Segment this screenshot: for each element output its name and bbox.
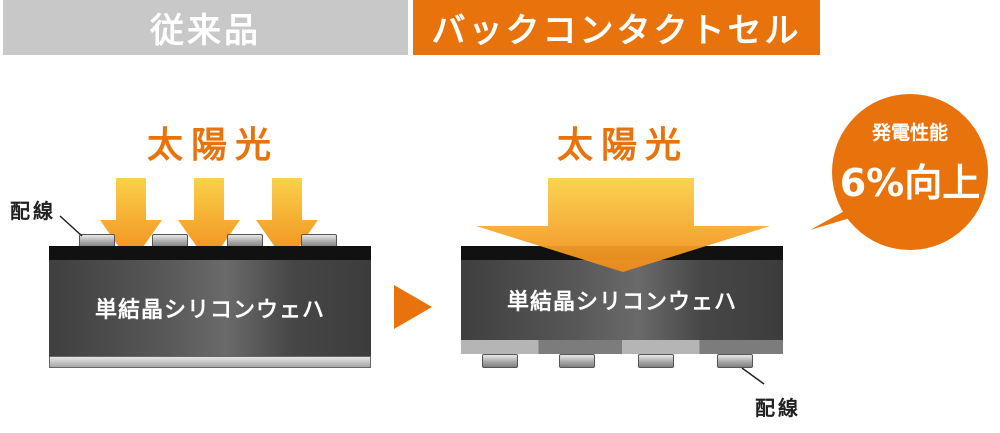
left-wiring-label: 配線 [10,199,56,223]
right-back-layer [461,340,783,354]
sunlight-arrow [256,178,318,264]
left-top-layer [49,246,371,260]
right-wiring-pointer [741,367,765,385]
sunlight-arrow [100,178,162,264]
right-wiring-label: 配線 [755,396,801,420]
right-sunlight-arrow [476,178,770,272]
back-contact [638,354,674,368]
tab-conventional-label: 従来品 [150,11,261,51]
tab-back-contact-label: バックコンタクトセル [431,11,802,51]
sunlight-arrow [178,178,240,264]
right-wafer-label: 単結晶シリコンウェハ [506,290,737,315]
transition-arrow-icon [394,285,432,329]
right-sunlight-label: 太陽光 [557,125,690,166]
left-back-electrode [49,356,371,368]
left-sunlight-label: 太陽光 [147,125,280,166]
back-contact [482,354,518,368]
left-wafer: 単結晶シリコンウェハ [49,260,371,356]
tab-conventional: 従来品 [3,0,408,55]
right-wafer: 単結晶シリコンウェハ [461,260,783,340]
sunlight-arrow [476,178,770,272]
back-contact [717,354,753,368]
tab-back-contact-cell: バックコンタクトセル [413,0,820,55]
left-sunlight-arrows [100,178,318,264]
callout-bubble [810,94,988,250]
callout-line1: 発電性能 [871,122,948,144]
back-contact [559,354,595,368]
left-wiring-pointer [59,215,83,237]
callout-line2: 6%向上 [839,161,981,205]
left-wafer-label: 単結晶シリコンウェハ [94,298,325,323]
